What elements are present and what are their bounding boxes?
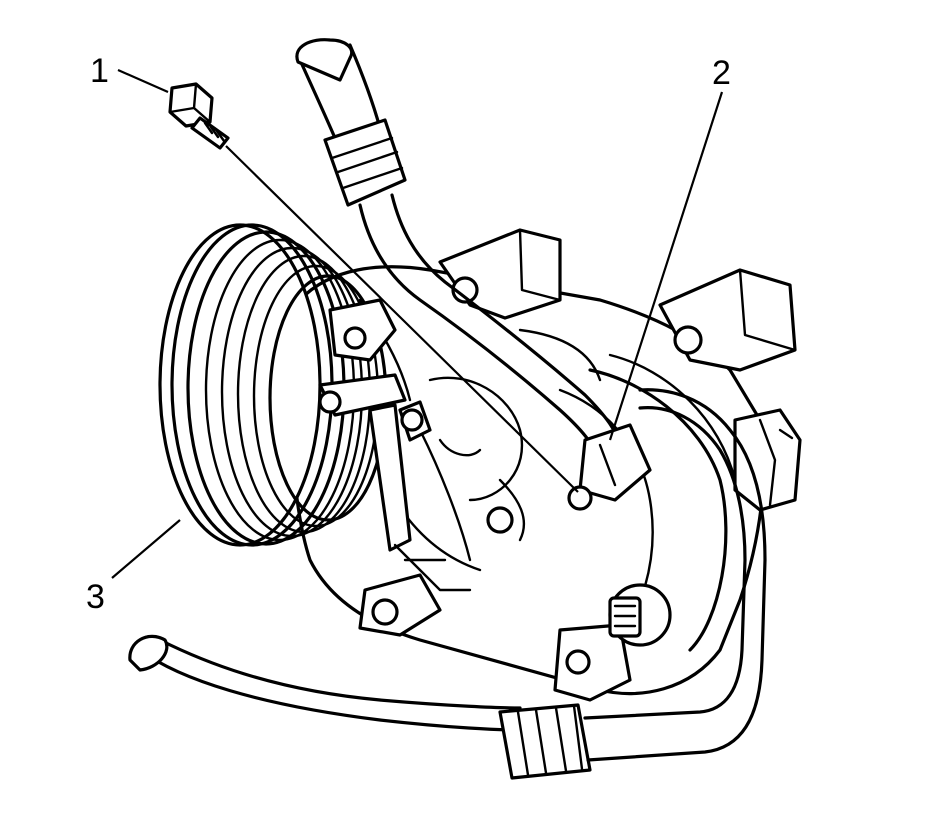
callout-3: 3 (86, 578, 105, 616)
leader-1-label (117, 68, 169, 94)
housing-bracket (318, 373, 472, 592)
discharge-hose (295, 38, 652, 511)
callout-1: 1 (90, 52, 109, 90)
compressor-body (289, 228, 802, 702)
leader-2 (608, 91, 724, 441)
fitting-bolt (168, 82, 230, 150)
leader-lines (111, 68, 724, 579)
suction-hose (128, 388, 767, 780)
callouts: 1 2 3 (86, 52, 731, 616)
leader-1-bolt (225, 145, 579, 493)
leader-3 (111, 519, 181, 579)
callout-2: 2 (712, 54, 731, 92)
